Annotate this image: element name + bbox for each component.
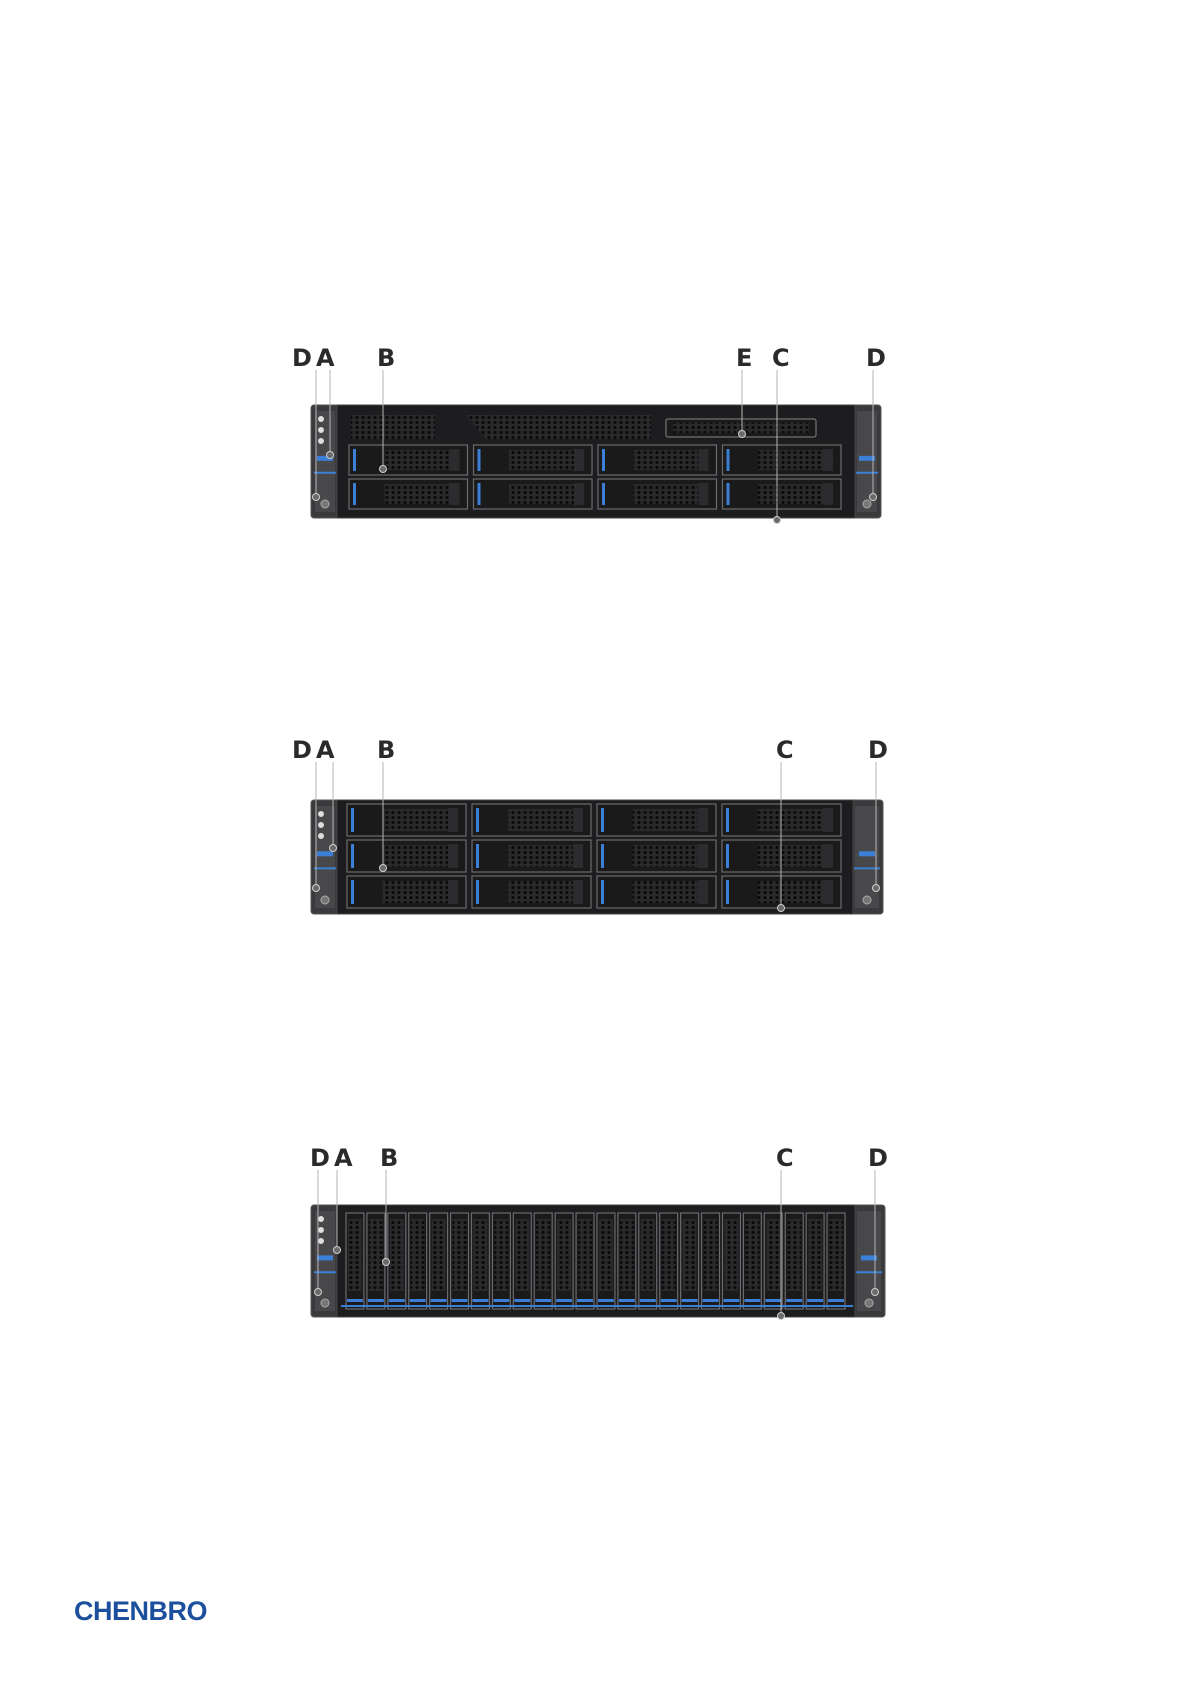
chassis-24bay-image bbox=[0, 0, 1190, 1360]
d-right-marker bbox=[872, 1289, 879, 1296]
thumbscrew-icon bbox=[865, 1299, 873, 1307]
d-left-marker bbox=[315, 1289, 322, 1296]
thumbscrew-icon bbox=[321, 1299, 329, 1307]
a-marker bbox=[334, 1247, 341, 1254]
c-marker bbox=[778, 1313, 785, 1320]
status-led-icon bbox=[318, 1238, 324, 1244]
status-led-icon bbox=[318, 1216, 324, 1222]
chenbro-logo: CHENBRO bbox=[74, 1596, 207, 1627]
status-led-icon bbox=[318, 1227, 324, 1233]
usb-port-icon bbox=[317, 1255, 333, 1260]
b-marker bbox=[383, 1259, 390, 1266]
